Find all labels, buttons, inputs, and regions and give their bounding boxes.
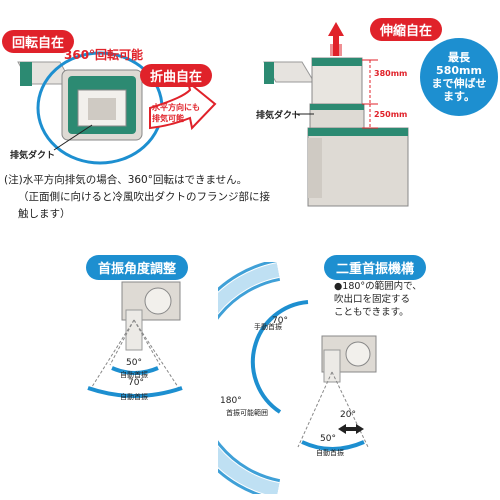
exhaust-duct-label-right: 排気ダクト xyxy=(256,111,302,121)
note-line-3: 触します） xyxy=(18,208,71,220)
double-swing-auto-label: 自動首振 xyxy=(316,449,344,457)
top-right-illustration: 伸縮自在 最長 580mm まで伸ばせ ます。 380mm 250mm 排気ダク… xyxy=(250,0,500,210)
double-swing-drawing xyxy=(176,259,377,500)
swing-angle-title: 首振角度調整 xyxy=(86,255,189,280)
auto-swing-label-1: 自動首振 xyxy=(120,371,148,379)
double-swing-bullet: ●180°の範囲内で、 吹出口を固定する こともできます。 xyxy=(334,281,422,318)
dimension-380: 380mm xyxy=(374,69,408,78)
top-left-illustration: 回転自在 360°回転可能 折曲自在 水平方向にも 排気可能 排気ダクト xyxy=(0,0,230,170)
rotate-360-label: 360°回転可能 xyxy=(64,48,144,62)
swing-angle-illustration: 50° 自動首振 70° 自動首振 xyxy=(60,280,220,410)
note-line-1: (注)水平方向排気の場合、360°回転はできません。 xyxy=(4,174,248,186)
dimension-250: 250mm xyxy=(374,110,408,119)
double-swing-title: 二重首振機構 xyxy=(324,255,427,280)
swing-50-label: 50° xyxy=(126,358,142,368)
double-swing-20-label: 20° xyxy=(340,410,356,420)
extend-free-badge: 伸縮自在 xyxy=(370,18,443,41)
double-swing-70-label: 70° xyxy=(272,316,288,326)
horizontal-exhaust-label: 水平方向にも 排気可能 xyxy=(152,103,200,123)
max-length-text: 最長 580mm まで伸ばせ ます。 xyxy=(431,51,487,103)
note-block: (注)水平方向排気の場合、360°回転はできません。 （正面側に向けると冷風吹出… xyxy=(4,172,304,223)
extending-duct-drawing xyxy=(263,22,409,207)
auto-swing-label-2: 自動首振 xyxy=(120,393,148,401)
double-swing-50-label: 50° xyxy=(320,434,336,444)
rotate-free-badge: 回転自在 xyxy=(2,30,75,53)
double-swing-illustration: 手動首振 70° 180° 首振可能範囲 20° 50° 自動首振 xyxy=(176,259,398,500)
double-swing-180-label: 180° xyxy=(220,396,242,406)
max-length-bubble: 最長 580mm まで伸ばせ ます。 xyxy=(420,38,498,116)
exhaust-duct-label: 排気ダクト xyxy=(10,151,56,161)
manual-swing-range-label: 首振可能範囲 xyxy=(226,409,268,417)
bend-free-badge: 折曲自在 xyxy=(140,64,213,87)
note-line-2: （正面側に向けると冷風吹出ダクトのフランジ部に接 xyxy=(18,191,270,203)
manual-swing-label: 手動首振 xyxy=(254,323,282,331)
swing-angle-drawing xyxy=(87,281,183,398)
swing-70-label: 70° xyxy=(128,378,144,388)
rotating-duct-drawing xyxy=(17,51,217,165)
